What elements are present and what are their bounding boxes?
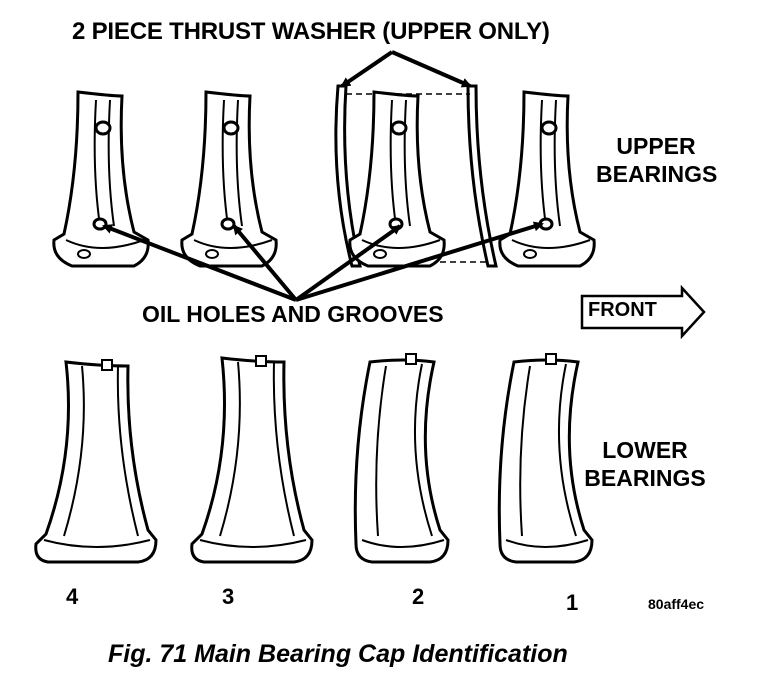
lower-label-line1: LOWER: [602, 437, 688, 463]
thrust-washer-label: 2 PIECE THRUST WASHER (UPPER ONLY): [72, 18, 550, 45]
lower-bearings-label: LOWER BEARINGS: [574, 436, 716, 492]
upper-bearing-2: [348, 90, 446, 268]
oil-hole-arrows: [102, 221, 544, 302]
lower-bearing-4: [34, 359, 158, 564]
upper-bearings-label: UPPER BEARINGS: [596, 132, 718, 188]
position-number-3: 3: [222, 584, 235, 609]
upper-bearing-4: [52, 90, 150, 268]
front-arrow: [580, 284, 706, 340]
upper-bearing-3: [180, 90, 278, 268]
position-number-2: 2: [412, 584, 425, 609]
upper-label-line2: BEARINGS: [596, 161, 718, 187]
front-label: FRONT: [588, 299, 657, 321]
oil-holes-label: OIL HOLES AND GROOVES: [142, 301, 444, 327]
reference-code: 80aff4ec: [648, 596, 705, 612]
upper-label-line1: UPPER: [616, 133, 696, 159]
position-number-4: 4: [66, 584, 79, 609]
lower-bearing-3: [190, 355, 314, 564]
lower-bearing-1: [497, 353, 594, 564]
lower-label-line2: BEARINGS: [584, 465, 706, 491]
position-number-1: 1: [566, 590, 579, 615]
figure-caption: Fig. 71 Main Bearing Cap Identification: [108, 640, 568, 668]
lower-bearing-2: [353, 353, 450, 564]
upper-bearing-1: [498, 90, 596, 268]
thrust-washer-arrows: [340, 50, 472, 88]
